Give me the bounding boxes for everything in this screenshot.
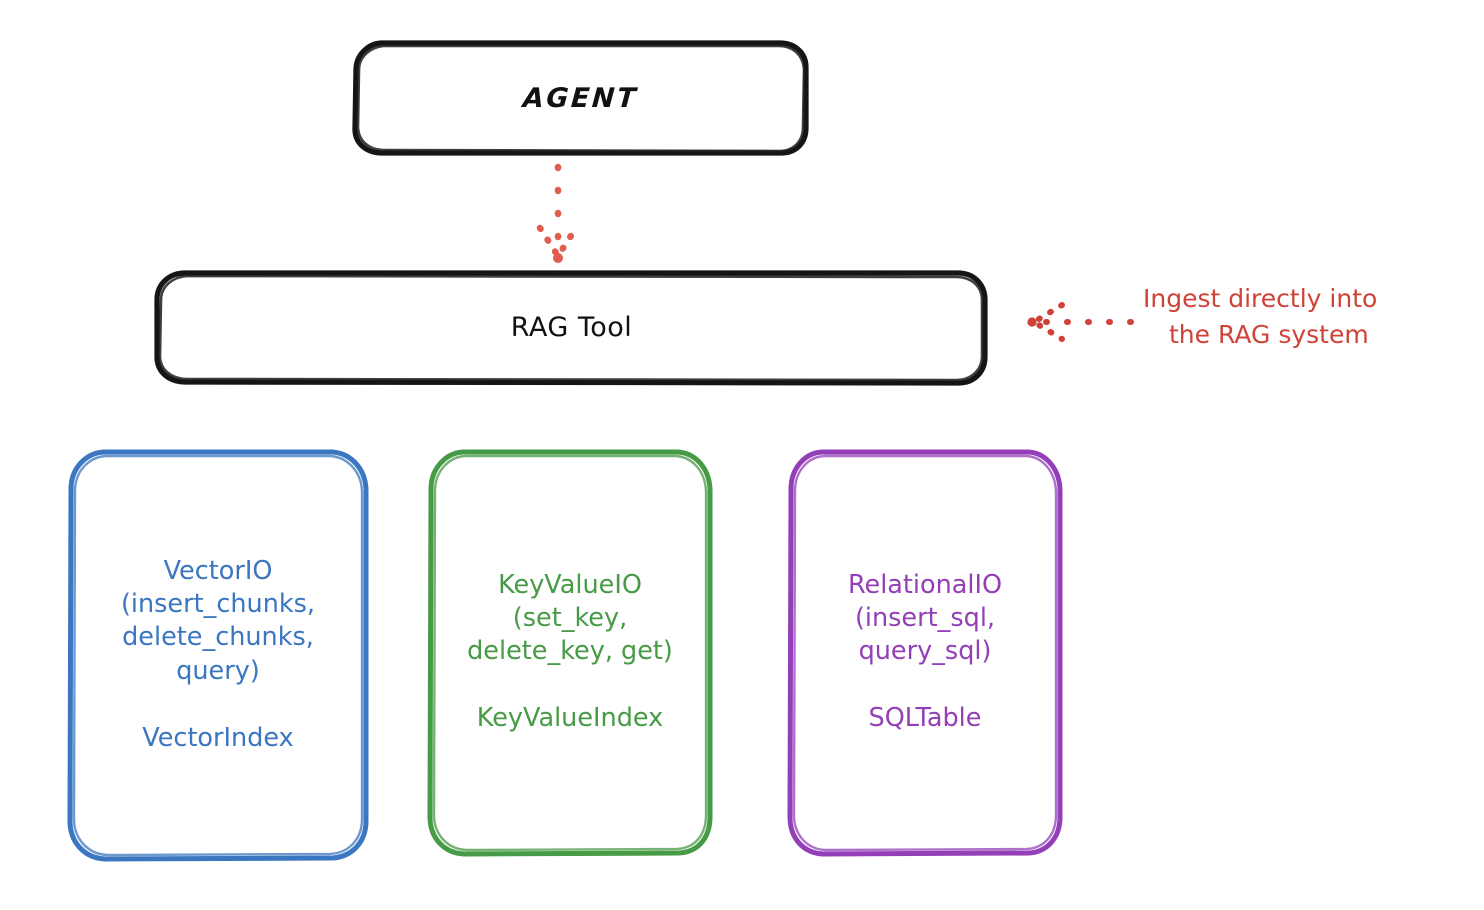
vectorio-node[interactable]: VectorIO (insert_chunks, delete_chunks, … [70,450,366,860]
relationalio-api-line-1: RelationalIO [847,569,1003,600]
keyvalueio-index-label: KeyValueIndex [476,703,664,734]
relationalio-index-label: SQLTable [868,703,982,734]
agent-label: AGENT [522,82,640,114]
vectorio-api-line-4: query) [176,655,260,686]
keyvalueio-api-line-1: KeyValueIO [498,569,642,600]
keyvalueio-index-block: KeyValueIndex [477,702,663,735]
vectorio-index-label: VectorIndex [142,722,294,753]
rag-tool-label: RAG Tool [510,312,633,343]
dotted-down-arrow-icon [536,163,580,263]
agent-node[interactable]: AGENT [355,42,807,154]
relationalio-index-block: SQLTable [869,702,982,735]
rag-tool-box-outline [154,270,988,386]
ingest-annotation-line-2: the RAG system [1169,319,1369,349]
vectorio-api-line-2: (insert_chunks, [120,589,316,620]
relationalio-api-line-2: (insert_sql, [854,602,996,633]
keyvalueio-api-line-3: delete_key, get) [467,636,673,666]
keyvalueio-box-outline [427,449,713,857]
relationalio-api-block: RelationalIO (insert_sql, query_sql) [848,569,1002,668]
relationalio-api-line-3: query_sql) [858,636,992,666]
vectorio-api-line-1: VectorIO [163,556,273,587]
relationalio-node[interactable]: RelationalIO (insert_sql, query_sql) SQL… [790,450,1060,854]
vectorio-box-outline [67,449,369,862]
vectorio-api-block: VectorIO (insert_chunks, delete_chunks, … [121,555,315,688]
keyvalueio-api-block: KeyValueIO (set_key, delete_key, get) [467,569,673,668]
ingest-annotation: Ingest directly into the RAG system [1143,281,1473,352]
relationalio-box-outline [787,449,1063,857]
keyvalueio-api-line-2: (set_key, [512,602,628,633]
vectorio-index-block: VectorIndex [142,722,293,755]
agent-box-outline [352,40,809,156]
ingest-annotation-line-1: Ingest directly into [1143,284,1378,313]
rag-tool-node[interactable]: RAG Tool [157,272,986,383]
keyvalueio-node[interactable]: KeyValueIO (set_key, delete_key, get) Ke… [430,450,710,854]
dotted-left-arrow-icon [1027,302,1134,342]
vectorio-api-line-3: delete_chunks, [122,622,314,653]
